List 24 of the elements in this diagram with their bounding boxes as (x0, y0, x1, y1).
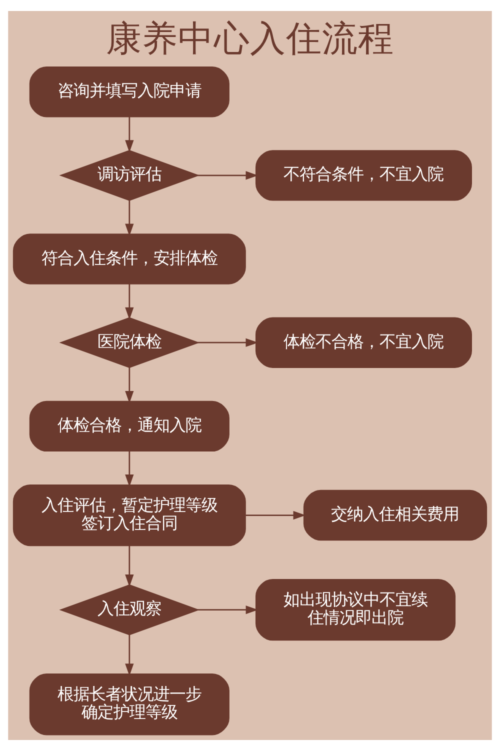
arrow (125, 366, 134, 403)
node-diamond: 调访评估 (59, 150, 200, 200)
arrow (125, 116, 134, 152)
node-box: 符合入住条件，安排体检 (12, 233, 246, 284)
arrow (125, 545, 134, 586)
arrow (125, 634, 134, 676)
node-box: 体检合格，通知入院 (29, 400, 230, 452)
node-box: 体检不合格，不宜入院 (255, 316, 472, 368)
node-box: 咨询并填写入院申请 (29, 66, 230, 117)
node-box: 如出现协议中不宜续住情况即出院 (255, 578, 456, 640)
node-diamond: 入住观察 (59, 584, 200, 635)
arrow (198, 338, 258, 346)
arrow (197, 605, 258, 614)
arrow (246, 510, 306, 520)
arrow (125, 283, 134, 320)
arrow (198, 170, 258, 180)
diagram-title: 康养中心入住流程 (106, 18, 394, 59)
arrow (125, 200, 134, 236)
node-diamond: 医院体检 (59, 316, 200, 368)
arrow (125, 450, 134, 486)
node-box: 交纳入住相关费用 (303, 489, 488, 540)
node-box: 根据长者状况进一步确定护理等级 (29, 673, 230, 735)
node-box: 不符合条件，不宜入院 (255, 150, 472, 200)
node-box: 入住评估，暂定护理等级签订入住合同 (12, 484, 246, 546)
